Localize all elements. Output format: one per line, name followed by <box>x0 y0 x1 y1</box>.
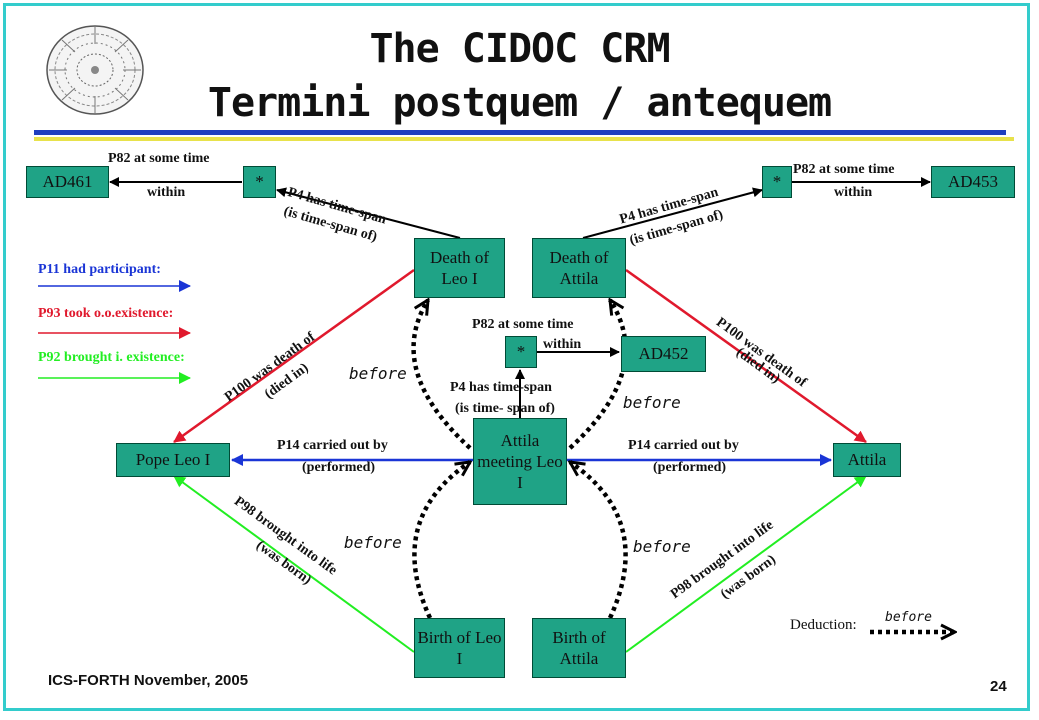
title-line-1: The CIDOC CRM <box>369 26 670 72</box>
label-p14-left-1: P14 carried out by <box>277 438 388 453</box>
node-timespan-attila[interactable]: * <box>762 166 792 198</box>
node-timespan-meeting[interactable]: * <box>505 336 537 368</box>
node-attila[interactable]: Attila <box>833 443 901 477</box>
label-within-left: within <box>147 185 186 200</box>
before-label-3: before <box>344 533 402 552</box>
title-rule-blue <box>34 130 1006 135</box>
label-p82-mid: P82 at some time <box>472 317 574 332</box>
label-p14-left-2: (performed) <box>302 460 376 475</box>
node-ad461[interactable]: AD461 <box>26 166 109 198</box>
node-death-of-leo[interactable]: Death of Leo I <box>414 238 505 298</box>
legend-p92: P92 brought i. existence: <box>38 350 185 365</box>
footer-org-date: ICS-FORTH November, 2005 <box>48 672 249 689</box>
node-attila-meeting-leo[interactable]: Attila meeting Leo I <box>473 418 567 505</box>
label-p4-mid-1: P4 has time-span <box>450 380 552 395</box>
slide-frame <box>3 3 1030 711</box>
label-within-mid: within <box>543 337 582 352</box>
node-pope-leo[interactable]: Pope Leo I <box>116 443 230 477</box>
label-p14-right-1: P14 carried out by <box>628 438 739 453</box>
deduction-label: Deduction: <box>790 617 857 633</box>
node-birth-of-leo[interactable]: Birth of Leo I <box>414 618 505 678</box>
legend-p93: P93 took o.o.existence: <box>38 306 174 321</box>
node-ad453[interactable]: AD453 <box>931 166 1015 198</box>
node-death-of-attila[interactable]: Death of Attila <box>532 238 626 298</box>
node-timespan-leo[interactable]: * <box>243 166 276 198</box>
title-line-2: Termini postquem / antequem <box>207 80 832 126</box>
before-label-4: before <box>633 537 691 556</box>
deduction-before-label: before <box>885 610 932 625</box>
phaistos-disc-logo <box>46 25 144 115</box>
label-p4-mid-2: (is time- span of) <box>455 401 555 416</box>
page-number: 24 <box>990 678 1007 695</box>
node-ad452[interactable]: AD452 <box>621 336 706 372</box>
label-p82-left: P82 at some time <box>108 151 210 166</box>
legend-p11: P11 had participant: <box>38 262 161 277</box>
node-birth-of-attila[interactable]: Birth of Attila <box>532 618 626 678</box>
title-rule-yellow <box>34 137 1014 141</box>
label-p82-right: P82 at some time <box>793 162 895 177</box>
before-label-2: before <box>623 393 681 412</box>
label-p14-right-2: (performed) <box>653 460 727 475</box>
label-within-right: within <box>834 185 873 200</box>
before-label-1: before <box>349 364 407 383</box>
